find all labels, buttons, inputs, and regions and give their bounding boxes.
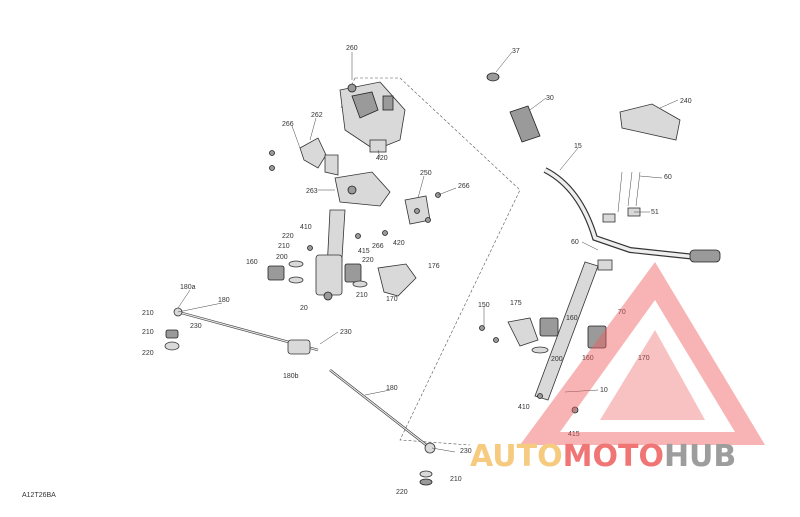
- callout-60: 60: [664, 174, 672, 181]
- callout-410: 410: [518, 404, 530, 411]
- callout-37: 37: [512, 48, 520, 55]
- fasteners-left: [269, 150, 441, 251]
- callout-200: 200: [551, 356, 563, 363]
- callout-415: 415: [568, 431, 580, 438]
- steering-stem: [479, 261, 607, 414]
- callout-210: 210: [142, 310, 154, 317]
- handlebar-clamps: [597, 171, 641, 271]
- callout-220: 220: [396, 489, 408, 496]
- callout-160: 160: [582, 355, 594, 362]
- callout-240: 240: [680, 98, 692, 105]
- callout-70: 70: [618, 309, 626, 316]
- callout-210: 210: [450, 476, 462, 483]
- callout-10: 10: [600, 387, 608, 394]
- steering-column-bracket: [334, 171, 391, 207]
- grip-end-plug: [486, 72, 500, 82]
- callout-210: 210: [278, 243, 290, 250]
- callout-260: 260: [346, 45, 358, 52]
- callout-160: 160: [246, 259, 258, 266]
- mounting-bracket-left: [299, 137, 339, 176]
- callout-170: 170: [386, 296, 398, 303]
- callout-210: 210: [142, 329, 154, 336]
- callout-263: 263: [306, 188, 318, 195]
- callout-175: 175: [510, 300, 522, 307]
- callout-180: 180: [386, 385, 398, 392]
- watermark-part-hub: HUB: [664, 439, 736, 474]
- callout-220: 220: [362, 257, 374, 264]
- watermark-part-auto: AUTO: [470, 439, 563, 474]
- callout-220: 220: [282, 233, 294, 240]
- figure-reference: A12T26BA: [22, 492, 56, 499]
- handlebar-cover: [619, 103, 681, 141]
- callout-180: 180: [218, 297, 230, 304]
- callout-15: 15: [574, 143, 582, 150]
- callout-210: 210: [356, 292, 368, 299]
- callout-266: 266: [372, 243, 384, 250]
- callout-numbers: 260 262 266 420 263 250 266 266 420 410 …: [142, 45, 692, 496]
- steering-shaft: [315, 209, 346, 301]
- callout-266: 266: [458, 183, 470, 190]
- callout-230: 230: [190, 323, 202, 330]
- callout-200: 200: [276, 254, 288, 261]
- callout-150: 150: [478, 302, 490, 309]
- tie-rod-right: [329, 369, 436, 486]
- callout-220: 220: [142, 350, 154, 357]
- callout-30: 30: [546, 95, 554, 102]
- callout-420: 420: [393, 240, 405, 247]
- callout-60: 60: [571, 239, 579, 246]
- callout-176: 176: [428, 263, 440, 270]
- callout-160: 160: [566, 315, 578, 322]
- callout-20: 20: [300, 305, 308, 312]
- watermark-part-moto: MOTO: [563, 439, 664, 474]
- callout-51: 51: [651, 209, 659, 216]
- tie-rod-left: [164, 307, 319, 355]
- callout-180a: 180a: [180, 284, 196, 291]
- callout-170: 170: [638, 355, 650, 362]
- handlebar-grip-left: [509, 105, 541, 143]
- bushing-set-left: [267, 260, 368, 288]
- callout-266: 266: [282, 121, 294, 128]
- callout-415: 415: [358, 248, 370, 255]
- callout-420: 420: [376, 155, 388, 162]
- handlebar: [543, 167, 721, 263]
- watermark-triangle-icon: [520, 262, 765, 445]
- watermark-logo: AUTOMOTOHUB: [470, 262, 765, 474]
- callout-410: 410: [300, 224, 312, 231]
- callout-250: 250: [420, 170, 432, 177]
- callout-230: 230: [340, 329, 352, 336]
- callout-262: 262: [311, 112, 323, 119]
- watermark-text: AUTOMOTOHUB: [470, 439, 736, 474]
- leader-lines: [177, 51, 679, 453]
- callout-180b: 180b: [283, 373, 299, 380]
- column-cover: [377, 263, 417, 297]
- callout-230: 230: [460, 448, 472, 455]
- power-steering-unit: [339, 81, 406, 153]
